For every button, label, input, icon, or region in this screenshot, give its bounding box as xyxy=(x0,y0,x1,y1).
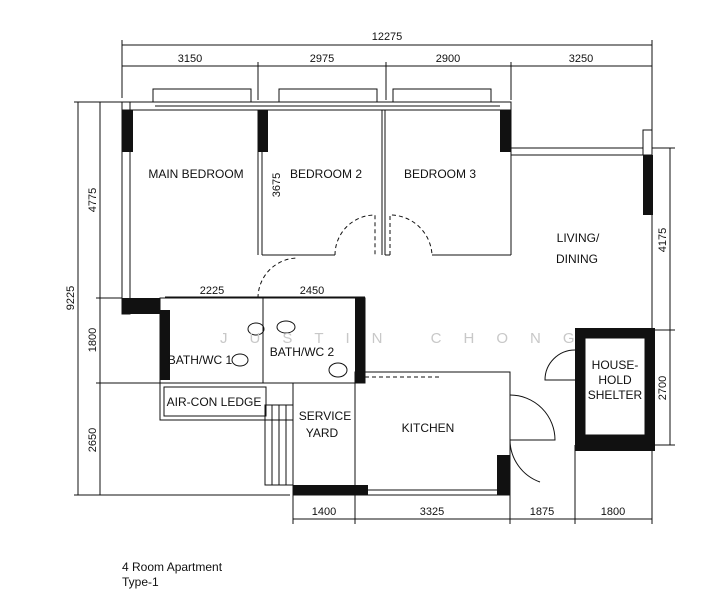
right-dimensions: 4175 2700 xyxy=(652,147,675,446)
watermark: JUSTIN CHONG xyxy=(220,330,597,347)
room-service-yard: SERVICE xyxy=(299,409,351,423)
bottom-dimensions: 1400 3325 1875 1800 xyxy=(292,445,653,524)
basin-icon xyxy=(247,322,265,336)
dim-top-4: 3250 xyxy=(569,53,593,65)
top-dimensions: 12275 3150 2975 2900 3250 xyxy=(121,31,653,145)
room-shelter-2: HOLD xyxy=(598,373,632,387)
room-service-yard-2: YARD xyxy=(306,426,339,440)
room-shelter-3: SHELTER xyxy=(588,388,643,402)
dim-left-1: 4775 xyxy=(87,188,99,212)
dim-top-3: 2900 xyxy=(436,53,460,65)
dim-overall-width: 12275 xyxy=(372,31,403,43)
room-kitchen: KITCHEN xyxy=(402,421,455,435)
room-shelter-1: HOUSE- xyxy=(592,358,639,372)
room-living: LIVING/ xyxy=(557,231,600,245)
toilet-icon xyxy=(231,353,249,367)
dim-bottom-1: 1400 xyxy=(312,506,336,518)
room-bath-2: BATH/WC 2 xyxy=(270,345,335,359)
caption-type: Type-1 xyxy=(122,575,159,589)
room-dining: DINING xyxy=(556,252,598,266)
dim-bedroom2-depth: 3675 xyxy=(271,173,283,197)
room-bedroom-3: BEDROOM 3 xyxy=(404,167,476,181)
dim-bottom-3: 1875 xyxy=(530,506,554,518)
dim-bath1-width: 2225 xyxy=(200,285,224,297)
dim-bottom-2: 3325 xyxy=(420,506,444,518)
dim-left-3: 2650 xyxy=(87,428,99,452)
dim-top-2: 2975 xyxy=(310,53,334,65)
left-dimensions: 9225 4775 1800 2650 xyxy=(65,101,290,496)
dim-overall-depth: 9225 xyxy=(65,286,77,310)
room-aircon-ledge: AIR-CON LEDGE xyxy=(167,395,262,409)
toilet-icon xyxy=(276,320,296,334)
dim-top-1: 3150 xyxy=(178,53,202,65)
room-labels: MAIN BEDROOM BEDROOM 2 BEDROOM 3 LIVING/… xyxy=(148,167,642,440)
dim-bottom-4: 1800 xyxy=(601,506,625,518)
basin-icon xyxy=(328,362,348,378)
walls: 2225 2450 3675 xyxy=(121,88,655,496)
dim-right-1: 4175 xyxy=(657,228,669,252)
room-main-bedroom: MAIN BEDROOM xyxy=(148,167,243,181)
dim-right-2: 2700 xyxy=(657,376,669,400)
dim-bath2-width: 2450 xyxy=(300,285,324,297)
room-bedroom-2: BEDROOM 2 xyxy=(290,167,362,181)
caption-title: 4 Room Apartment xyxy=(122,560,223,574)
dim-left-2: 1800 xyxy=(87,328,99,352)
room-bath-1: BATH/WC 1 xyxy=(168,353,233,367)
